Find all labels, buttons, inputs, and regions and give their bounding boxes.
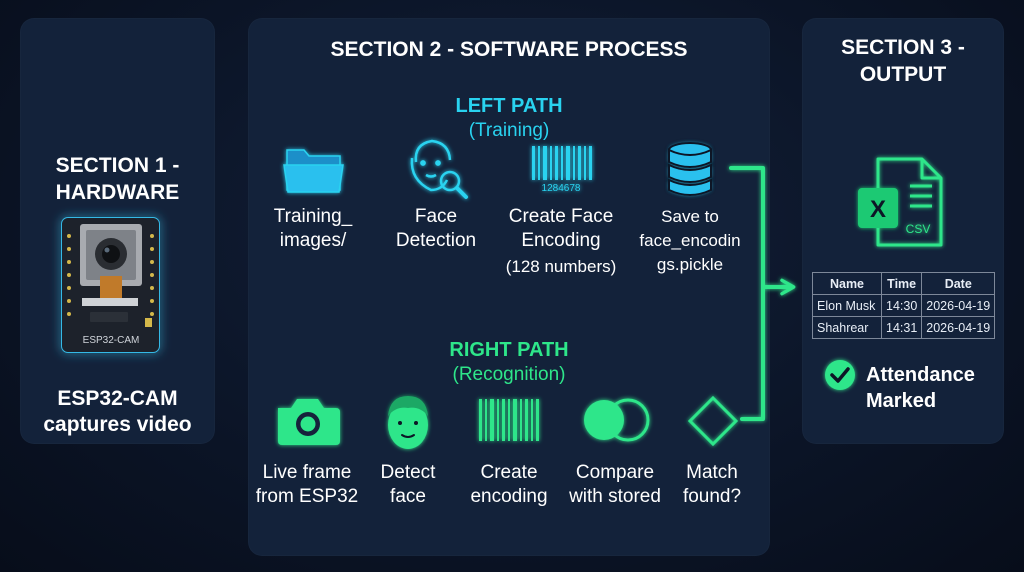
cell-name: Shahrear	[812, 316, 882, 339]
csv-file-icon: X CSV	[858, 157, 943, 247]
col-name-header: Name	[812, 272, 882, 295]
step-training-images-label: Training_ images/	[273, 206, 353, 251]
camera-icon	[278, 399, 340, 445]
face-search-icon	[410, 139, 468, 199]
step-face-detection-label: Face Detection	[395, 206, 477, 251]
table-row: Shahrear 14:31 2026-04-19	[812, 316, 996, 339]
board-label: ESP32-CAM	[83, 335, 140, 346]
step-compare-label: Compare with stored	[569, 462, 661, 507]
check-circle-icon	[825, 360, 855, 390]
barcode-icon	[479, 399, 539, 441]
table-row: Elon Musk 14:30 2026-04-19	[812, 294, 996, 317]
cell-name: Elon Musk	[812, 294, 882, 317]
decision-diamond-icon	[687, 395, 739, 447]
folder-icon	[283, 149, 344, 193]
database-icon	[668, 142, 712, 196]
barcode-icon: 1284678	[532, 146, 592, 194]
col-date-header: Date	[921, 272, 996, 295]
merge-connector	[729, 166, 796, 421]
table-header-row: Name Time Date	[812, 272, 996, 295]
cell-date: 2026-04-19	[921, 316, 996, 339]
left-path-subtitle: (Training)	[468, 120, 550, 141]
step-live-frame-label: Live frame from ESP32	[255, 462, 359, 507]
step-detect-face-label: Detect face	[380, 462, 436, 507]
csv-label: CSV	[906, 222, 931, 236]
right-path-subtitle: (Recognition)	[452, 364, 566, 385]
barcode-number: 1284678	[542, 183, 581, 194]
cell-date: 2026-04-19	[921, 294, 996, 317]
software-title: SECTION 2 - SOFTWARE PROCESS	[330, 38, 688, 61]
left-path-title: LEFT PATH	[455, 95, 563, 117]
attendance-marked-label: Attendance Marked	[866, 364, 975, 412]
step-save-pickle-label: Save to face_encodin gs.pickle	[639, 207, 741, 274]
hardware-panel: SECTION 1 - HARDWARE ESP32-CAM captures …	[20, 18, 215, 444]
step-create-encoding-extra: (128 numbers)	[505, 257, 617, 276]
cell-time: 14:31	[880, 316, 923, 339]
attendance-table: Name Time Date Elon Musk 14:30 2026-04-1…	[812, 272, 996, 339]
software-panel: SECTION 2 - SOFTWARE PROCESS LEFT PATH (…	[248, 18, 770, 556]
face-icon	[388, 396, 428, 449]
step-create-encoding-label: Create Face Encoding	[508, 206, 614, 251]
right-path-title: RIGHT PATH	[449, 339, 569, 361]
output-title: SECTION 3 - OUTPUT	[841, 36, 965, 86]
step-create-encoding2-label: Create encoding	[470, 462, 548, 507]
hardware-caption: ESP32-CAM captures video	[43, 387, 192, 436]
overlap-circles-icon	[584, 398, 650, 442]
hardware-title: SECTION 1 - HARDWARE	[55, 154, 180, 204]
step-match-label: Match found?	[682, 462, 742, 507]
esp32-cam-board-icon: ESP32-CAM	[61, 217, 160, 353]
excel-letter: X	[870, 196, 886, 223]
cell-time: 14:30	[880, 294, 923, 317]
